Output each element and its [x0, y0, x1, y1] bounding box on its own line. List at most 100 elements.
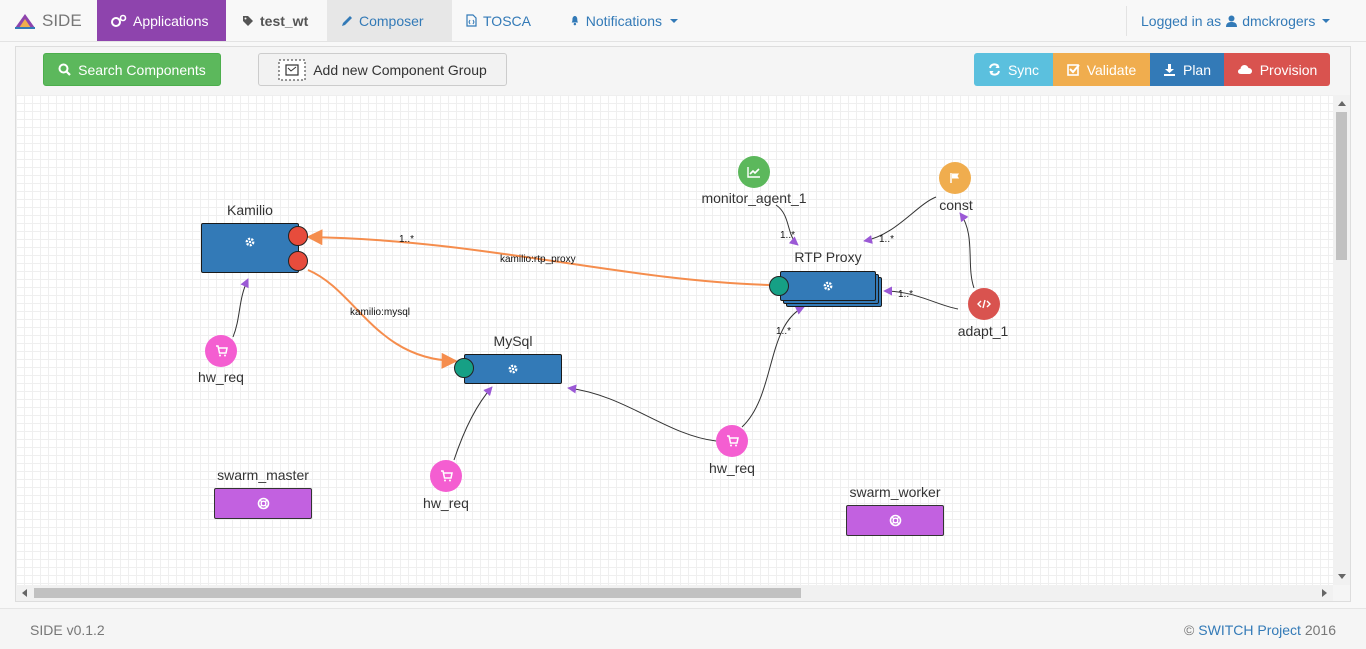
- node-kamilio[interactable]: [201, 223, 299, 273]
- nav-app-label: test_wt: [260, 12, 309, 29]
- edge-monitor-rtp-proxy[interactable]: [775, 204, 799, 246]
- shopping-cart-icon: [440, 470, 453, 482]
- line-chart-icon: [747, 167, 760, 178]
- chevron-down-icon: [1322, 18, 1331, 23]
- port-kamilio-rtp-proxy[interactable]: [288, 226, 308, 246]
- add-component-group-button[interactable]: Add new Component Group: [258, 53, 507, 86]
- port-rtp-proxy[interactable]: [769, 276, 789, 296]
- chevron-down-icon: [670, 18, 678, 23]
- pencil-icon: [342, 15, 352, 26]
- footer-version: SIDE v0.1.2: [30, 622, 105, 638]
- edge-hwreq1-kamilio[interactable]: [232, 278, 249, 338]
- edges-layer: [232, 196, 975, 461]
- copyright-year: 2016: [1304, 622, 1336, 638]
- scroll-left-icon[interactable]: [22, 589, 27, 597]
- nav-tosca[interactable]: TOSCA: [452, 0, 550, 41]
- search-components-button[interactable]: Search Components: [43, 53, 221, 86]
- horizontal-scroll-thumb[interactable]: [34, 588, 801, 598]
- node-rtp-proxy[interactable]: [780, 271, 876, 301]
- sync-button[interactable]: Sync: [974, 53, 1053, 86]
- download-icon: [1163, 64, 1175, 76]
- node-monitor-agent[interactable]: [738, 156, 770, 188]
- nav-app-test-wt[interactable]: test_wt: [228, 0, 327, 41]
- multiplicity-label: 1..*: [780, 230, 796, 241]
- scroll-right-icon[interactable]: [1322, 589, 1327, 597]
- nav-notifications[interactable]: Notifications: [556, 0, 692, 41]
- gear-icon: [245, 237, 255, 247]
- node-label-monitor-agent: monitor_agent_1: [701, 190, 807, 206]
- file-code-icon: [466, 14, 477, 27]
- edge-hwreq2-mysql[interactable]: [453, 386, 493, 461]
- node-label-kamilio: Kamilio: [227, 202, 273, 218]
- switch-project-link[interactable]: SWITCH Project: [1198, 622, 1301, 638]
- edge-label-kamilio-mysql: kamilio:mysql: [350, 307, 411, 318]
- port-kamilio-mysql[interactable]: [288, 251, 308, 271]
- tag-icon: [243, 15, 253, 26]
- node-swarm-master[interactable]: [214, 488, 312, 519]
- node-label-mysql: MySql: [493, 333, 533, 349]
- node-const[interactable]: [939, 162, 971, 194]
- provision-label: Provision: [1259, 61, 1318, 78]
- user-icon: [1226, 15, 1238, 27]
- multiplicity-label: 1..*: [898, 289, 914, 300]
- flag-icon: [950, 173, 959, 183]
- nav-composer-label: Composer: [359, 12, 424, 29]
- copyright-symbol: ©: [1184, 622, 1195, 638]
- refresh-icon: [988, 63, 1000, 76]
- node-adapt[interactable]: [968, 288, 1000, 320]
- check-square-icon: [1066, 64, 1080, 76]
- multiplicity-label: 1..*: [776, 326, 792, 337]
- node-hw-req-3[interactable]: [716, 425, 748, 457]
- validate-button[interactable]: Validate: [1053, 53, 1150, 86]
- vertical-scroll-thumb[interactable]: [1336, 112, 1347, 260]
- node-label-hw-req-2: hw_req: [423, 495, 469, 511]
- vertical-scrollbar[interactable]: [1333, 95, 1350, 585]
- plan-label: Plan: [1182, 61, 1212, 78]
- edge-const-rtp-proxy[interactable]: [863, 196, 937, 244]
- node-label-rtp-proxy: RTP Proxy: [794, 249, 862, 265]
- top-navbar: SIDE Applications test_wt Composer TOSCA: [0, 0, 1366, 42]
- plan-button[interactable]: Plan: [1150, 53, 1224, 86]
- edge-label-kamilio-rtp-proxy: kamilio:rtp_proxy: [500, 254, 576, 265]
- edge-kamilio-rtp-proxy[interactable]: [306, 229, 770, 286]
- scroll-down-icon[interactable]: [1338, 574, 1346, 579]
- nav-composer[interactable]: Composer: [327, 0, 452, 41]
- multiplicity-label: 1..*: [399, 234, 415, 245]
- edge-hwreq3-rtp-proxy[interactable]: [741, 306, 805, 428]
- nav-applications-label: Applications: [133, 12, 209, 29]
- logged-in-text: Logged in as: [1141, 12, 1222, 29]
- brand-name: SIDE: [42, 10, 82, 30]
- nav-tosca-label: TOSCA: [483, 12, 531, 29]
- group-selection-icon: [278, 59, 306, 80]
- node-hw-req-2[interactable]: [430, 460, 462, 492]
- composer-canvas[interactable]: kamilio:rtp_proxy kamilio:mysql 1..* 1..…: [16, 95, 1333, 585]
- nav-applications[interactable]: Applications: [97, 0, 226, 41]
- edge-adapt-rtp-proxy[interactable]: [883, 286, 959, 310]
- provision-button[interactable]: Provision: [1224, 53, 1330, 86]
- edge-hwreq3-mysql[interactable]: [567, 384, 717, 442]
- port-mysql[interactable]: [454, 358, 474, 378]
- brand[interactable]: SIDE: [14, 0, 82, 41]
- add-component-group-label: Add new Component Group: [313, 61, 487, 78]
- node-label-const: const: [939, 197, 973, 213]
- edge-adapt-const[interactable]: [959, 212, 975, 289]
- user-menu[interactable]: Logged in as dmckrogers: [1141, 0, 1331, 41]
- shopping-cart-icon: [215, 345, 228, 357]
- scroll-up-icon[interactable]: [1338, 101, 1346, 106]
- multiplicity-label: 1..*: [879, 234, 895, 245]
- side-logo-icon: [15, 13, 35, 29]
- node-swarm-worker[interactable]: [846, 505, 944, 536]
- node-label-hw-req-3: hw_req: [709, 460, 755, 476]
- sync-label: Sync: [1007, 61, 1040, 78]
- node-mysql[interactable]: [464, 354, 562, 384]
- horizontal-scrollbar[interactable]: [16, 585, 1333, 601]
- gears-icon: [111, 14, 127, 27]
- node-label-swarm-master: swarm_master: [217, 467, 309, 483]
- validate-label: Validate: [1086, 61, 1137, 78]
- node-hw-req-1[interactable]: [205, 335, 237, 367]
- life-ring-icon: [257, 497, 269, 510]
- edge-kamilio-mysql[interactable]: [307, 269, 458, 369]
- gear-icon: [508, 364, 518, 374]
- node-label-swarm-worker: swarm_worker: [849, 484, 941, 500]
- nav-divider: [1126, 6, 1127, 36]
